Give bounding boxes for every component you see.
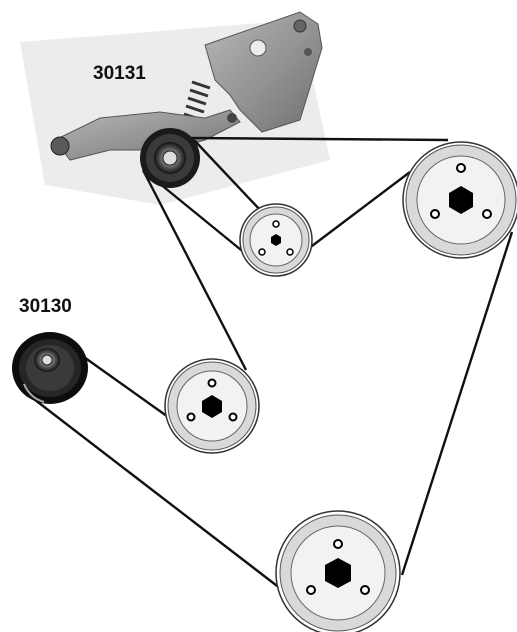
part-number-30131: 30131: [93, 63, 146, 84]
tensioner-bracket-icon: [50, 11, 323, 161]
tensioner-pulley: [140, 128, 200, 188]
tensioner-spring: [183, 80, 211, 122]
pulley-icon: [239, 203, 313, 277]
pulley-icon: [402, 141, 517, 259]
part-number-30130: 30130: [19, 296, 72, 317]
pulley-icon: [164, 358, 260, 454]
pulley-icon: [275, 510, 401, 632]
idler-roller-icon: [12, 332, 88, 404]
